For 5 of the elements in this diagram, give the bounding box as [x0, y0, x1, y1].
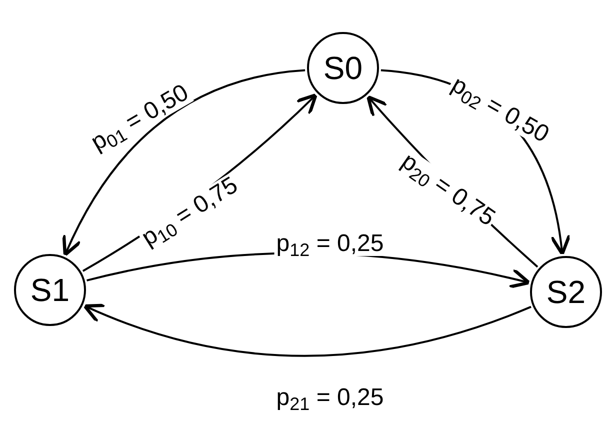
arrow [62, 69, 306, 256]
state-label: S2 [546, 276, 586, 308]
edge-label: p$_{12}$ = 0,25 [274, 232, 386, 256]
state-label: S1 [30, 274, 70, 306]
state-label: S0 [323, 52, 363, 84]
